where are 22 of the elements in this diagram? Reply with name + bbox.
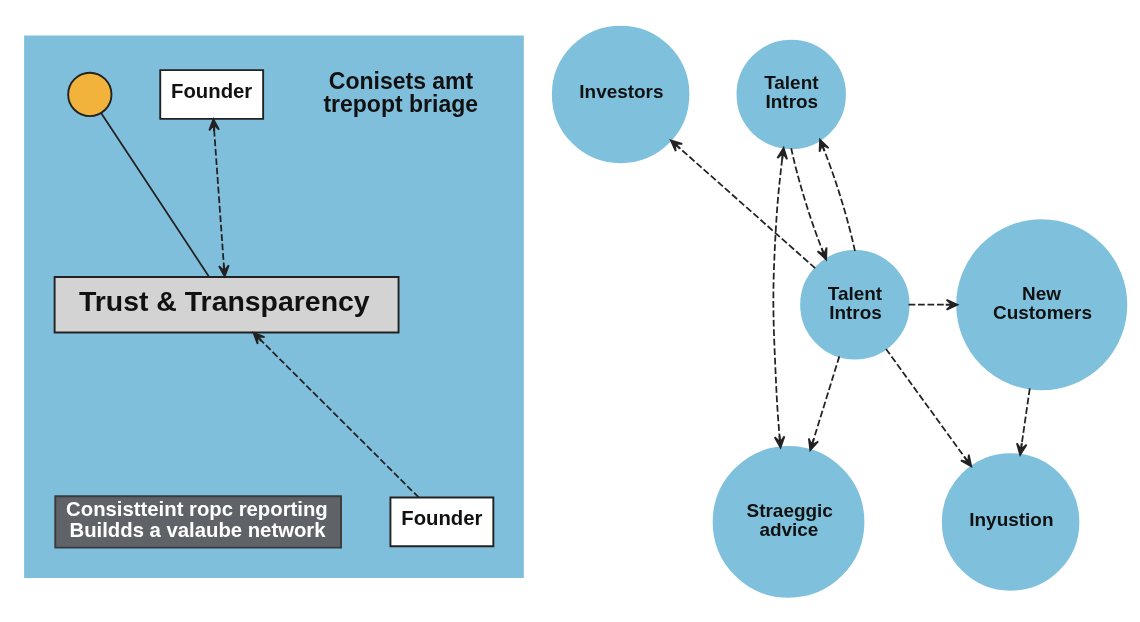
arrow [772, 147, 788, 449]
node-circle: Talent Intros [800, 250, 910, 360]
arrow [885, 348, 973, 468]
arrow [1016, 387, 1031, 456]
node-box: Trust & Transparency [53, 276, 400, 334]
arrow [790, 147, 828, 261]
arrow [670, 139, 817, 270]
arrow [208, 118, 230, 278]
arrow [907, 299, 959, 311]
node-box: Founder [389, 496, 495, 548]
connector [100, 112, 211, 278]
node-box: Consistteint ropc reporting Buildds a valaube network [54, 495, 342, 549]
node-person [67, 71, 113, 118]
arrow [818, 138, 856, 252]
arrow [252, 331, 420, 499]
node-box: Founder [159, 69, 265, 120]
arrow [807, 355, 841, 452]
label: Conisets amt trepopt briage [323, 67, 479, 117]
node-circle: Investors [551, 25, 690, 164]
node-circle: New Customers [956, 219, 1128, 391]
node-circle: Straeggic advice [712, 446, 865, 598]
node-circle: Talent Intros [736, 39, 846, 150]
